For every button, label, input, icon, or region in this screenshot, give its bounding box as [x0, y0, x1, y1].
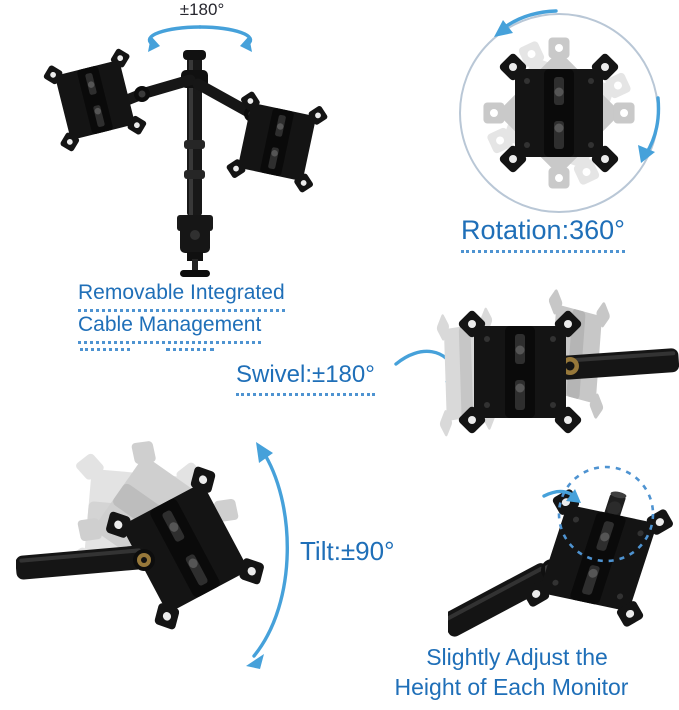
vesa-plate-right [226, 91, 328, 193]
vesa-plate-angled [523, 489, 673, 627]
swivel-label: Swivel:±180° [236, 361, 375, 396]
pole-rotation-arrows-icon [147, 25, 253, 52]
vesa-plate-front [458, 310, 582, 434]
height-adjust-illustration [448, 465, 673, 637]
tilt-arrow-icon [246, 442, 289, 669]
mount-arm [16, 545, 146, 580]
mount-arm-left [116, 74, 196, 108]
rotation-circle-illustration [459, 9, 661, 213]
vesa-plate-left [43, 48, 147, 152]
dotted-separator-2 [166, 348, 214, 351]
cable-management-label-line2: Cable Management [78, 313, 262, 345]
tilt-label: Tilt:±90° [300, 536, 395, 566]
monitor-mount-illustration [43, 48, 328, 277]
mount-pole [181, 50, 208, 216]
vesa-plate-tilted [106, 466, 264, 630]
height-adjust-label-line2: Height of Each Monitor [394, 674, 629, 700]
height-adjust-arrow-icon [542, 489, 581, 503]
desk-clamp [177, 215, 213, 277]
swivel-illustration [437, 289, 679, 437]
mount-arm [559, 348, 679, 380]
height-adjust-label-line1: Slightly Adjust the [426, 644, 608, 670]
rotation-label-text: Rotation:360° [461, 215, 625, 254]
rotation-arrows-icon [494, 9, 661, 163]
highlight-dashed-circle-icon [557, 465, 655, 563]
cable-management-label-line1: Removable Integrated [78, 281, 285, 313]
mount-arm [448, 563, 554, 637]
tilt-illustration [16, 441, 264, 630]
vesa-plate-front [499, 53, 619, 173]
rotation-label: Rotation:360° [461, 215, 625, 254]
pole-rotation-label: ±180° [179, 0, 225, 19]
dotted-separator-1 [80, 348, 130, 351]
